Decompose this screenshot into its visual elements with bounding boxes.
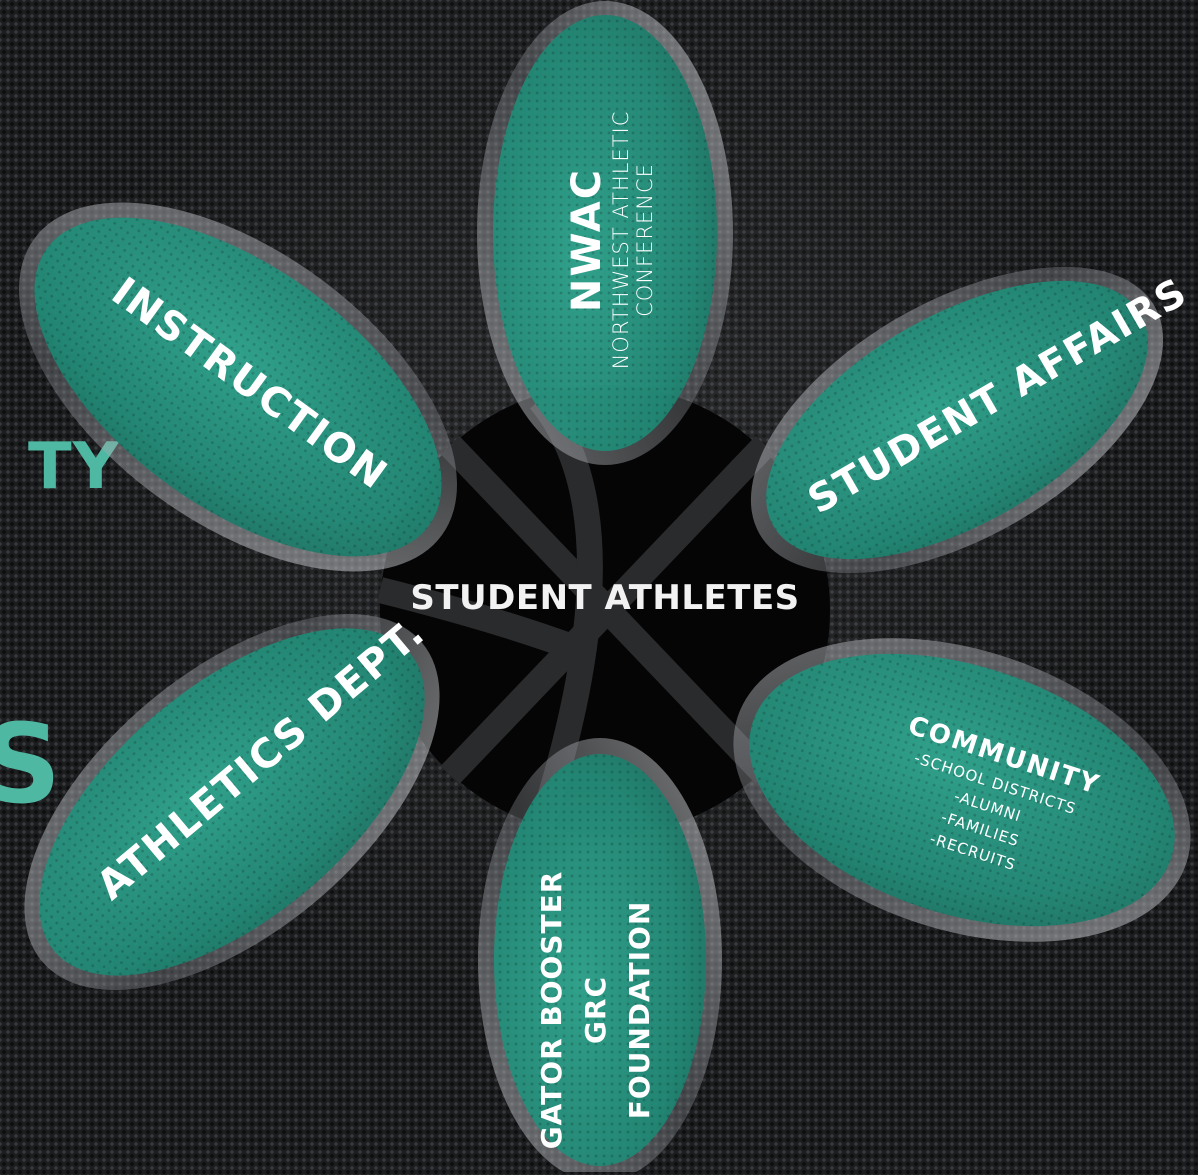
petal-nwac bbox=[477, 1, 733, 465]
center-label: STUDENT ATHLETES bbox=[410, 578, 800, 618]
side-subtitle-fragment: S bbox=[0, 700, 63, 828]
booster-line-2: GRC bbox=[579, 975, 612, 1045]
booster-line-3: FOUNDATION bbox=[623, 900, 656, 1120]
nwac-line-1: NORTHWEST ATHLETIC bbox=[609, 110, 633, 370]
petal-booster-text: GATOR BOOSTER GRC FOUNDATION bbox=[530, 845, 680, 1175]
petal-community bbox=[733, 638, 1191, 942]
petal-gator-booster bbox=[478, 738, 722, 1172]
petal-instruction bbox=[19, 202, 457, 572]
petal-athletics-dept bbox=[24, 614, 440, 990]
nwac-line-2: CONFERENCE bbox=[633, 163, 657, 317]
nwac-title: NWAC bbox=[564, 167, 610, 313]
petal-student-affairs bbox=[750, 266, 1164, 574]
booster-line-1: GATOR BOOSTER bbox=[535, 870, 568, 1150]
petal-nwac-text: NWAC NORTHWEST ATHLETIC CONFERENCE bbox=[564, 50, 657, 430]
